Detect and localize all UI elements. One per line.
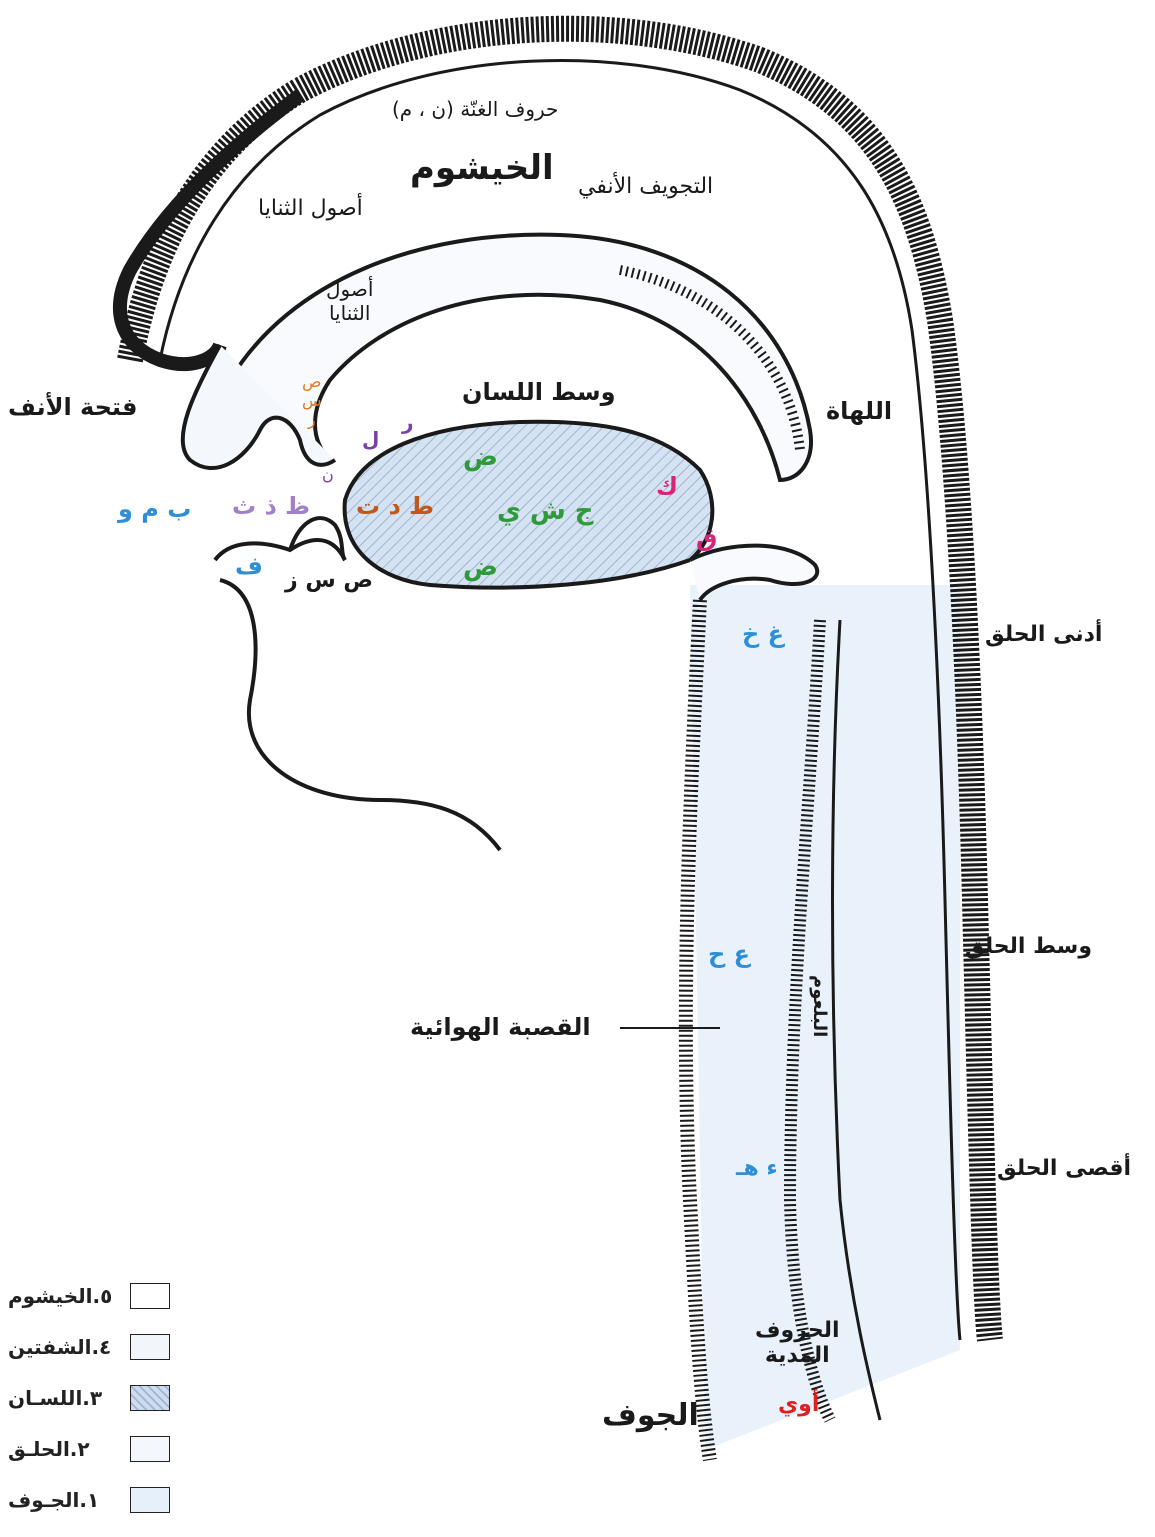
letter-fa: ف	[235, 552, 263, 580]
letter-dad-bottom: ض	[463, 552, 498, 582]
esophagus-label: البلعوم	[809, 975, 830, 1037]
mid-throat-label: وسط الحلق	[965, 934, 1092, 959]
letters-ayn-ha: ع ح	[708, 940, 750, 968]
letter-qaf: ق	[696, 524, 717, 552]
letter-dad-top: ض	[463, 442, 498, 472]
legend-swatch	[130, 1283, 170, 1309]
letters-sad-sin-zay-lower: ص س ز	[285, 568, 373, 593]
ghunna-label: حروف الغنّة (ن ، م)	[392, 97, 558, 121]
tongue-middle-label: وسط اللسان	[462, 378, 616, 406]
legend-label: ١.الجـوف	[8, 1488, 120, 1512]
khayshum-label: الخيشوم	[410, 148, 554, 188]
legend-label: ٣.اللسـان	[8, 1386, 120, 1410]
legend-label: ٥.الخيشوم	[8, 1284, 120, 1308]
legend-label: ٢.الحلـق	[8, 1437, 120, 1461]
letter-ra: ر	[402, 410, 414, 434]
letters-ghayn-kha: غ خ	[742, 620, 784, 648]
legend-swatch	[130, 1436, 170, 1462]
legend-item: ٤.الشفتين	[8, 1334, 170, 1360]
legend-item: ٣.اللسـان	[8, 1385, 170, 1411]
legend-label: ٤.الشفتين	[8, 1335, 120, 1359]
legend-item: ٥.الخيشوم	[8, 1283, 170, 1309]
letter-lam: ل	[362, 427, 379, 451]
letters-hamza-ha: ء هـ	[736, 1156, 778, 1181]
legend-item: ٢.الحلـق	[8, 1436, 170, 1462]
madd-values-label: أوي	[778, 1392, 819, 1417]
letters-sad-sin-zay-upper: ص س ز	[302, 372, 322, 429]
usul-top-label: أصول الثنايا	[258, 196, 363, 221]
legend-swatch	[130, 1385, 170, 1411]
windpipe-label: القصبة الهوائية	[410, 1013, 591, 1041]
legend-swatch	[130, 1487, 170, 1513]
letters-ta-dal-ta: ط د ت	[356, 492, 434, 520]
letter-kaf: ك	[656, 472, 678, 500]
legend-item: ١.الجـوف	[8, 1487, 170, 1513]
lower-throat-label: أقصى الحلق	[997, 1156, 1131, 1181]
jawf-label: الجوف	[602, 1398, 699, 1433]
legend-swatch	[130, 1334, 170, 1360]
usul-mid-label: أصول الثنايا	[326, 277, 373, 325]
letter-nun: ن	[322, 465, 334, 484]
upper-throat-label: أدنى الحلق	[985, 622, 1102, 647]
uvula-label: اللهاة	[826, 397, 892, 425]
letters-jim-shin-ya: ج ش ي	[497, 496, 594, 526]
letters-dha-dhal-tha: ظ ذ ث	[232, 492, 310, 520]
nose-opening-label: فتحة الأنف	[8, 393, 137, 421]
madd-letters-label: الحروف المدية	[755, 1318, 840, 1368]
nasal-cavity-label: التجويف الأنفي	[578, 174, 713, 199]
letters-ba-mim-waw: ب م و	[118, 495, 191, 523]
